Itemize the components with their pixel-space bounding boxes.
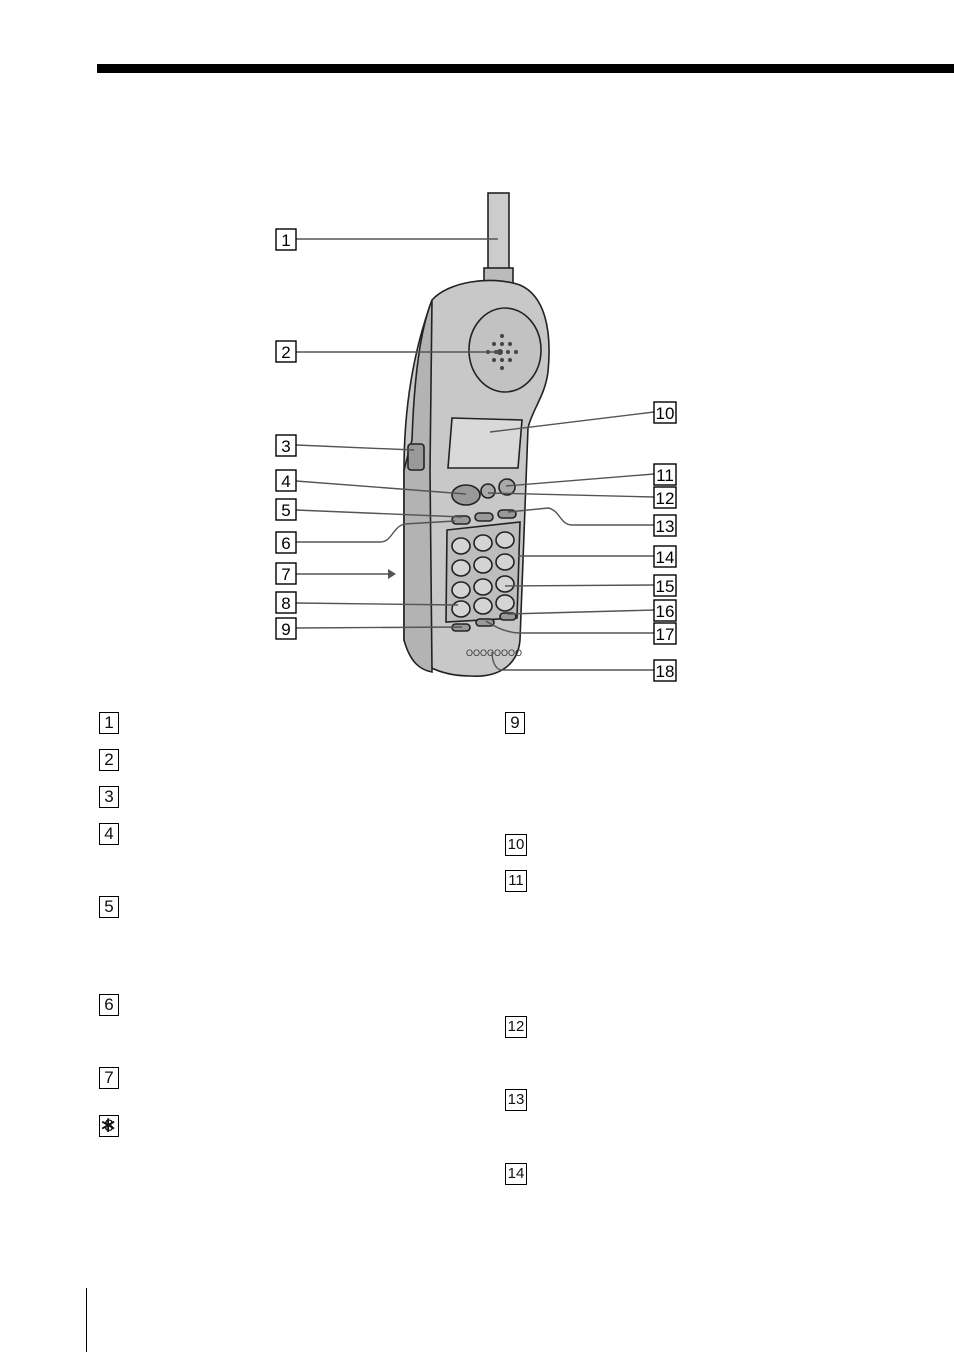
svg-text:18: 18	[656, 662, 675, 681]
svg-text:14: 14	[656, 548, 675, 567]
legend-number: 4	[99, 823, 119, 845]
callout-7: 7	[275, 562, 297, 585]
antenna	[487, 192, 510, 276]
svg-text:13: 13	[656, 517, 675, 536]
svg-text:6: 6	[281, 534, 290, 553]
callout-17: 17	[653, 622, 677, 645]
legend-number: 14	[505, 1163, 527, 1185]
legend-number: 2	[99, 749, 119, 771]
legend-item-8: 8 ∗	[99, 1113, 119, 1138]
side-switch	[407, 443, 425, 471]
svg-text:12: 12	[656, 489, 675, 508]
svg-text:2: 2	[281, 343, 290, 362]
microphone-holes: OOOOOOOO	[466, 648, 522, 658]
svg-text:9: 9	[281, 620, 290, 639]
callout-14: 14	[653, 545, 677, 568]
legend-number: 12	[505, 1016, 527, 1038]
callout-10: 10	[653, 401, 677, 424]
small-button	[480, 483, 496, 499]
leader-lines	[295, 238, 655, 671]
talk-button	[451, 484, 481, 506]
svg-text:15: 15	[656, 577, 675, 596]
arrow-head	[388, 569, 396, 579]
margin-rule	[86, 1288, 87, 1352]
legend-number: 7	[99, 1067, 119, 1089]
legend-number: 3	[99, 786, 119, 808]
asterisk-key-symbol: ∗	[99, 1113, 118, 1138]
svg-text:11: 11	[656, 466, 674, 485]
legend-number: 13	[505, 1089, 527, 1111]
callout-9: 9	[275, 617, 297, 640]
earpiece	[468, 307, 542, 393]
lcd-display	[447, 417, 523, 469]
legend-number: 11	[505, 870, 527, 892]
legend-number: 6	[99, 994, 119, 1016]
svg-text:4: 4	[281, 472, 290, 491]
callout-3: 3	[275, 434, 297, 457]
svg-text:17: 17	[656, 625, 675, 644]
legend-number: 8	[99, 1115, 119, 1137]
svg-text:1: 1	[281, 231, 290, 250]
callout-16: 16	[653, 599, 677, 622]
svg-text:7: 7	[281, 565, 290, 584]
callout-8: 8	[275, 591, 297, 614]
legend-number: 9	[505, 712, 525, 734]
callout-boxes: 1 2 3 4 5 6 7 8 9 10 11 12 13 14 15 16 1…	[275, 228, 677, 682]
legend-number: 5	[99, 896, 119, 918]
svg-text:3: 3	[281, 437, 290, 456]
mute-button	[498, 478, 516, 496]
handset-diagram: OOOOOOOO 1 2 3 4 5 6 7 8 9 10 11 12	[275, 192, 677, 682]
legend-number: 10	[505, 834, 527, 856]
speaker-holes	[486, 334, 518, 370]
callout-2: 2	[275, 340, 297, 363]
callout-12: 12	[653, 486, 677, 509]
header-rule	[97, 64, 954, 73]
callout-18: 18	[653, 659, 677, 682]
callout-6: 6	[275, 531, 297, 554]
svg-text:8: 8	[281, 594, 290, 613]
svg-text:10: 10	[656, 404, 675, 423]
svg-text:16: 16	[656, 602, 675, 621]
callout-13: 13	[653, 514, 677, 537]
callout-15: 15	[653, 574, 677, 597]
callout-5: 5	[275, 498, 297, 521]
svg-text:5: 5	[281, 501, 290, 520]
callout-11: 11	[653, 463, 677, 486]
callout-4: 4	[275, 469, 297, 492]
legend-number: 1	[99, 712, 119, 734]
callout-1: 1	[275, 228, 297, 251]
handset-illustration: OOOOOOOO	[403, 192, 550, 677]
keypad-keys	[451, 531, 515, 618]
